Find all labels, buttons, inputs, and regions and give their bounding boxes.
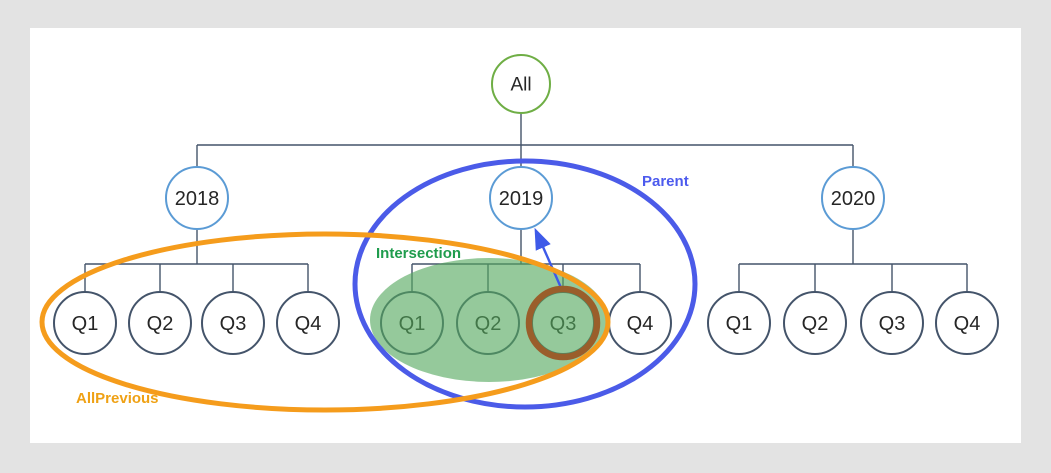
- node-2019-label: 2019: [499, 188, 544, 210]
- node-2018-q2-label: Q2: [147, 313, 174, 335]
- node-all-label: All: [510, 74, 531, 95]
- intersection-label: Intersection: [376, 245, 462, 262]
- node-2020-q4-label: Q4: [954, 313, 981, 335]
- node-2020-q1-label: Q1: [726, 313, 753, 335]
- node-2018-q2-circle: [128, 291, 192, 355]
- node-2020-q2-label: Q2: [802, 313, 829, 335]
- node-2018-q4-circle: [276, 291, 340, 355]
- node-2018-circle: [165, 166, 229, 230]
- node-2018-q3-label: Q3: [220, 313, 247, 335]
- node-2019-q4-label: Q4: [627, 313, 654, 335]
- node-2020-q3-circle: [860, 291, 924, 355]
- node-2018-q1-circle: [53, 291, 117, 355]
- node-2020-q1-circle: [707, 291, 771, 355]
- node-all-circle: [491, 54, 551, 114]
- node-2020-label: 2020: [831, 188, 876, 210]
- node-2019-circle: [489, 166, 553, 230]
- parent-arrow: [534, 227, 564, 291]
- node-2020-q3-label: Q3: [879, 313, 906, 335]
- node-2018-q1-label: Q1: [72, 313, 99, 335]
- highlight-ring-2019-q3: [525, 285, 601, 361]
- hierarchy-venn-diagram: All2018Q1Q2Q3Q42019Q1Q2Q3Q42020Q1Q2Q3Q4 …: [30, 28, 1021, 443]
- allprevious-ellipse: [39, 231, 611, 413]
- node-2020-circle: [821, 166, 885, 230]
- node-2018-label: 2018: [175, 188, 220, 210]
- node-2020-q4-circle: [935, 291, 999, 355]
- diagram-canvas: All2018Q1Q2Q3Q42019Q1Q2Q3Q42020Q1Q2Q3Q4: [39, 54, 999, 413]
- parent-label: Parent: [642, 173, 689, 190]
- node-2020-q2-circle: [783, 291, 847, 355]
- allprevious-label: AllPrevious: [76, 390, 159, 407]
- node-2018-q4-label: Q4: [295, 313, 322, 335]
- parent-ellipse: [352, 158, 698, 410]
- node-2018-q3-circle: [201, 291, 265, 355]
